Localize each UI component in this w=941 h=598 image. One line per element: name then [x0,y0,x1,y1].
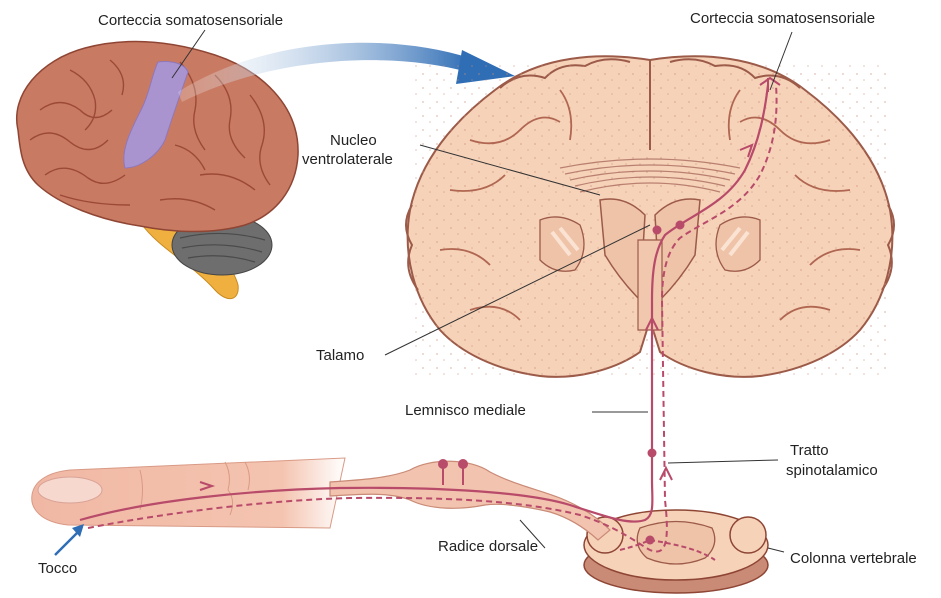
label-touch: Tocco [38,560,77,578]
label-nucleus-line1: Nucleo [330,132,377,150]
finger [32,458,345,528]
label-medial-lemniscus: Lemnisco mediale [405,402,526,420]
label-cortex-right: Corteccia somatosensoriale [690,10,875,28]
label-spinal-column: Colonna vertebrale [790,550,917,568]
label-dorsal-root: Radice dorsale [438,538,538,556]
label-thalamus: Talamo [316,347,364,365]
lateral-brain [17,42,298,299]
spinal-cord-section [584,510,768,593]
touch-arrow [55,524,84,555]
fingernail [38,477,102,503]
label-spinothalamic-line2: spinotalamico [786,462,878,480]
label-cortex-left: Corteccia somatosensoriale [98,12,283,30]
label-nucleus-line2: ventrolaterale [302,151,393,169]
coronal-brain-section [406,56,894,377]
label-spinothalamic-line1: Tratto [790,442,829,460]
